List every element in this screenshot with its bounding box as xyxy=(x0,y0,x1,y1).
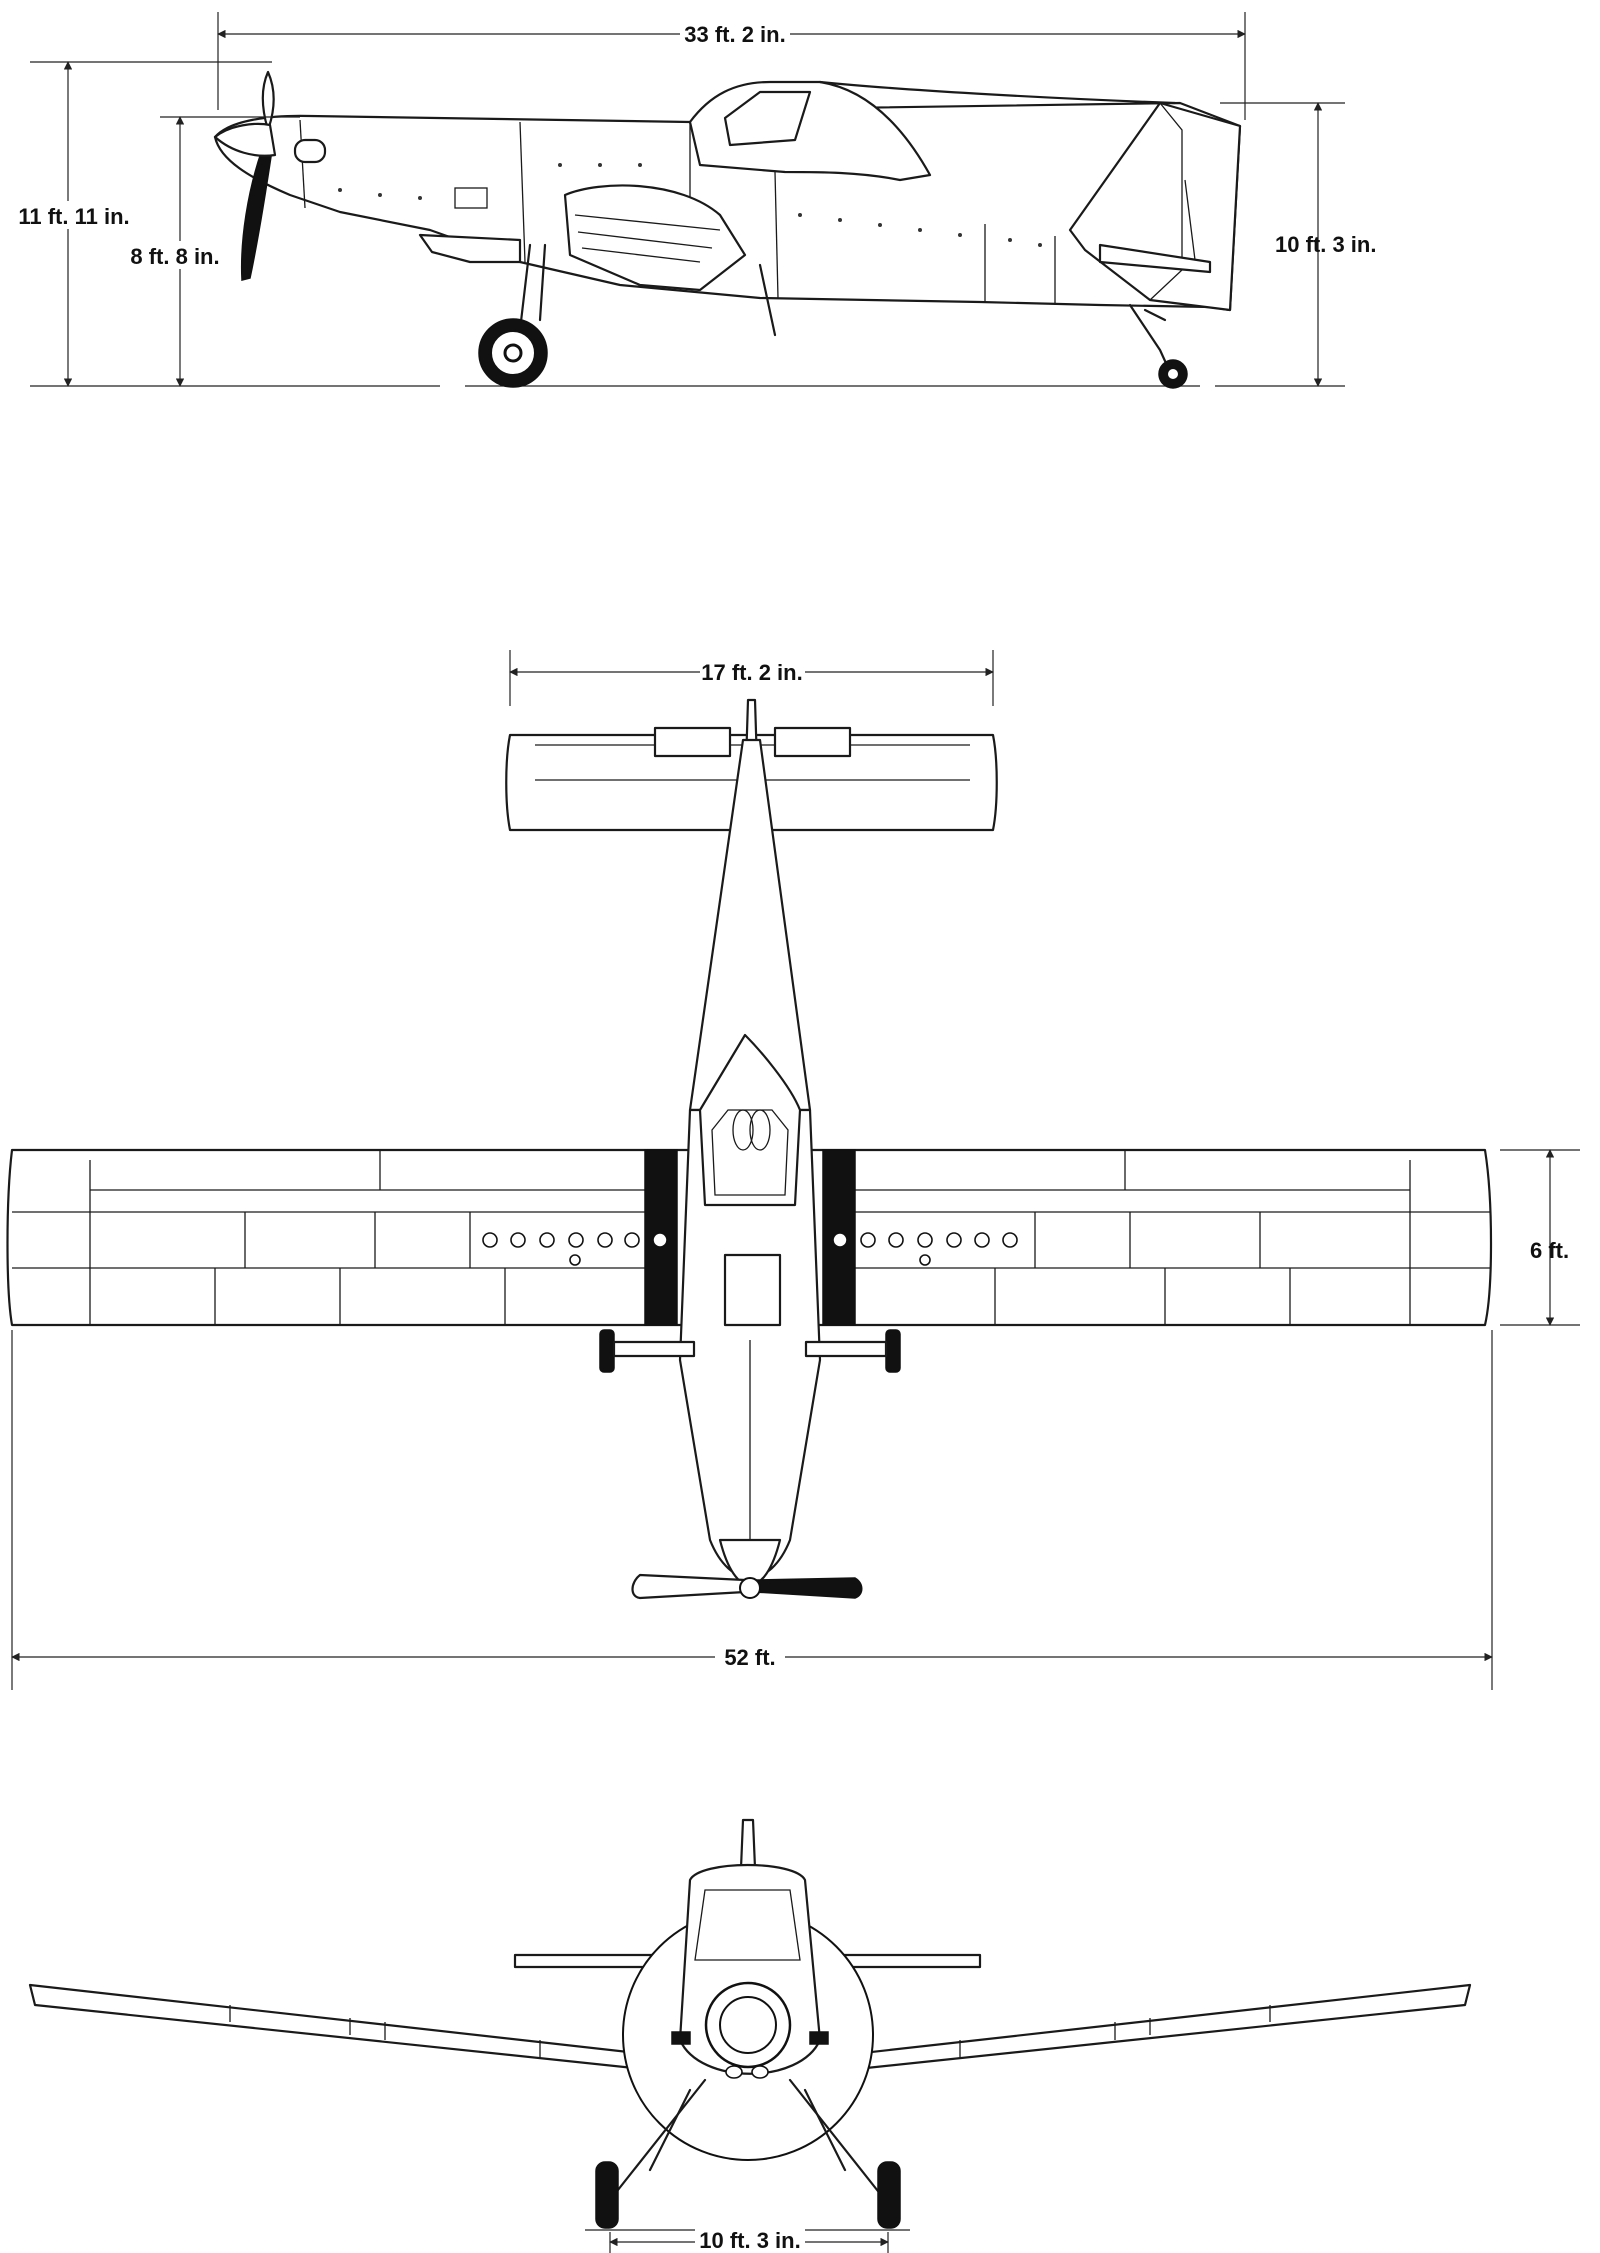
wingspan-label: 52 ft. xyxy=(724,1645,775,1670)
tail-height-label: 10 ft. 3 in. xyxy=(1275,232,1376,257)
wing-chord-label: 6 ft. xyxy=(1530,1238,1569,1263)
length-label: 33 ft. 2 in. xyxy=(684,22,785,47)
side-view: 33 ft. 2 in. 11 ft. 11 in. 8 ft. 8 in. 1… xyxy=(18,12,1376,389)
front-view: 10 ft. 3 in. xyxy=(28,1818,1472,2253)
side-rivets xyxy=(338,163,1042,247)
canopy-height-label: 8 ft. 8 in. xyxy=(130,244,219,269)
wheel-track-label: 10 ft. 3 in. xyxy=(699,2228,800,2253)
overall-height-label: 11 ft. 11 in. xyxy=(18,204,129,229)
tailplane-span-label: 17 ft. 2 in. xyxy=(701,660,802,685)
top-view: 17 ft. 2 in. 6 ft. 52 ft. xyxy=(6,650,1580,1690)
